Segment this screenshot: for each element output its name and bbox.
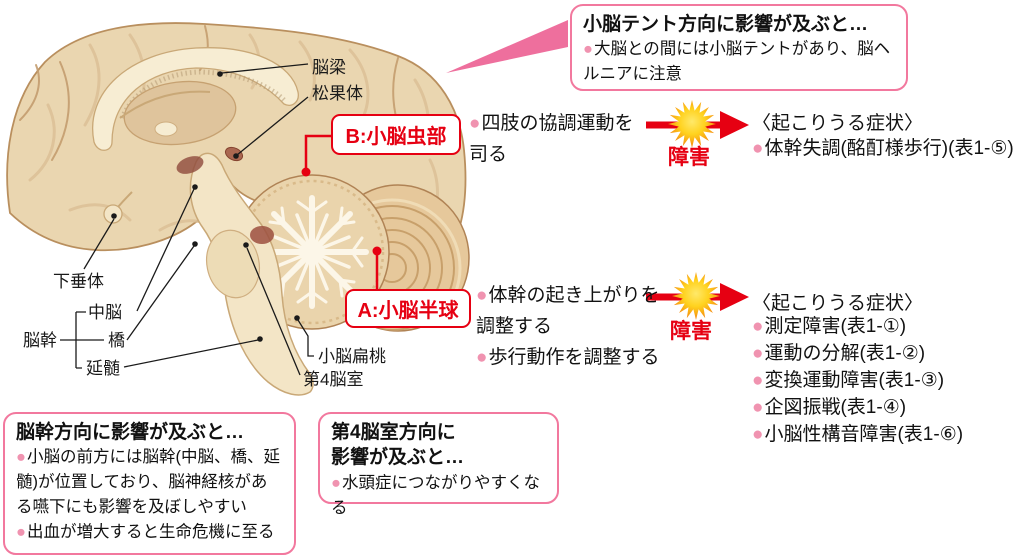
tentorium-info-box: 小脳テント方向に影響が及ぶと… ●大脳との間には小脳テントがあり、脳ヘルニアに注… xyxy=(570,4,908,91)
list-item: ●歩行動作を調整する xyxy=(476,342,674,373)
a-function-list: ●体幹の起き上がりを調整する ●歩行動作を調整する xyxy=(476,280,674,373)
bullet-icon: ● xyxy=(752,138,764,159)
bullet-icon: ● xyxy=(469,113,481,134)
label-connector-lines xyxy=(60,63,314,376)
box-title: 小脳テント方向に影響が及ぶと… xyxy=(583,14,869,35)
box-bullet-text: 出血が増大すると生命危機に至る xyxy=(26,522,275,541)
bullet-icon: ● xyxy=(752,397,764,418)
list-item: ●変換運動障害(表1-③) xyxy=(752,367,963,394)
list-item: ●体幹失調(酩酊様歩行)(表1-⑤) xyxy=(752,135,1014,162)
symptom-text: 変換運動障害(表1-③) xyxy=(764,370,945,391)
box-body: ●水頭症につながりやすくなる xyxy=(331,471,546,521)
function-text: 歩行動作を調整する xyxy=(488,347,660,369)
disorder-label-bottom: 障害 xyxy=(670,320,712,343)
box-body: ●出血が増大すると生命危機に至る xyxy=(16,520,283,545)
label-midbrain: 中脳 xyxy=(88,303,122,322)
label-fourth-ventricle: 第4脳室 xyxy=(303,370,364,389)
label-corpus-callosum: 脳梁 xyxy=(312,58,346,77)
starburst-icon xyxy=(672,272,720,320)
symptom-text: 小脳性構音障害(表1-⑥) xyxy=(764,424,964,445)
disorder-label-top: 障害 xyxy=(668,146,710,169)
bullet-icon: ● xyxy=(476,285,488,306)
label-pons: 橋 xyxy=(108,331,125,350)
box-bullet-text: 水頭症につながりやすくなる xyxy=(331,473,540,517)
bullet-icon: ● xyxy=(752,343,764,364)
callout-a-label: A:小脳半球 xyxy=(357,300,459,322)
b-function-list: ●四肢の協調運動を司る xyxy=(469,108,649,170)
bullet-icon: ● xyxy=(16,522,26,541)
list-item: ●企図振戦(表1-④) xyxy=(752,394,963,421)
bullet-icon: ● xyxy=(476,347,488,369)
box-bullet-text: 大脳との間には小脳テントがあり、脳ヘルニアに注意 xyxy=(583,40,891,84)
bullet-icon: ● xyxy=(752,316,764,337)
disorder-arrow-bottom xyxy=(646,272,749,320)
label-pineal-body: 松果体 xyxy=(312,84,363,103)
symptom-text: 企図振戦(表1-④) xyxy=(764,397,907,418)
list-item: ●体幹の起き上がりを調整する xyxy=(476,280,674,342)
callout-b-label: B:小脳虫部 xyxy=(345,126,447,148)
bullet-icon: ● xyxy=(752,370,764,391)
list-item: ●四肢の協調運動を司る xyxy=(469,108,649,170)
box-body: ●小脳の前方には脳幹(中脳、橋、延髄)が位置しており、脳神経核がある嚥下にも影響… xyxy=(16,445,283,519)
symptom-text: 体幹失調(酩酊様歩行)(表1-⑤) xyxy=(764,138,1014,159)
function-text: 体幹の起き上がりを調整する xyxy=(476,285,660,338)
box-title: 第4脳室方向に 影響が及ぶと… xyxy=(331,422,465,469)
callout-connector-lines xyxy=(301,134,382,289)
label-brainstem: 脳幹 xyxy=(23,331,57,350)
box-bullet-text: 小脳の前方には脳幹(中脳、橋、延髄)が位置しており、脳神経核がある嚥下にも影響を… xyxy=(16,448,280,516)
a-symptom-list: ●測定障害(表1-①) ●運動の分解(表1-②) ●変換運動障害(表1-③) ●… xyxy=(752,313,963,448)
tentorium-pointer-wedge xyxy=(446,20,568,73)
bullet-icon: ● xyxy=(752,424,764,445)
function-text: 四肢の協調運動を司る xyxy=(469,113,634,166)
b-symptom-list: ●体幹失調(酩酊様歩行)(表1-⑤) xyxy=(752,135,1014,162)
box-title: 脳幹方向に影響が及ぶと… xyxy=(16,422,245,443)
box-body: ●大脳との間には小脳テントがあり、脳ヘルニアに注意 xyxy=(583,37,895,87)
list-item: ●運動の分解(表1-②) xyxy=(752,340,963,367)
symptoms-header-bottom: 〈起こりうる症状〉 xyxy=(752,293,924,314)
bullet-icon: ● xyxy=(16,448,26,467)
list-item: ●測定障害(表1-①) xyxy=(752,313,963,340)
symptom-text: 運動の分解(表1-②) xyxy=(764,343,926,364)
bullet-icon: ● xyxy=(331,473,341,492)
brainstem-info-box: 脳幹方向に影響が及ぶと… ●小脳の前方には脳幹(中脳、橋、延髄)が位置しており、… xyxy=(3,412,296,555)
fourth-ventricle-info-box: 第4脳室方向に 影響が及ぶと… ●水頭症につながりやすくなる xyxy=(318,412,559,517)
callout-b-vermis: B:小脳虫部 xyxy=(331,114,461,155)
label-pituitary: 下垂体 xyxy=(53,272,104,291)
callout-a-hemisphere: A:小脳半球 xyxy=(345,289,471,328)
label-cerebellar-tonsil: 小脳扁桃 xyxy=(318,347,386,366)
symptom-text: 測定障害(表1-①) xyxy=(764,316,907,337)
disorder-arrow-top xyxy=(646,100,749,148)
bullet-icon: ● xyxy=(583,40,593,59)
symptoms-header-top: 〈起こりうる症状〉 xyxy=(752,113,924,134)
label-medulla: 延髄 xyxy=(86,359,120,378)
list-item: ●小脳性構音障害(表1-⑥) xyxy=(752,421,963,448)
midline-structures xyxy=(92,47,299,224)
